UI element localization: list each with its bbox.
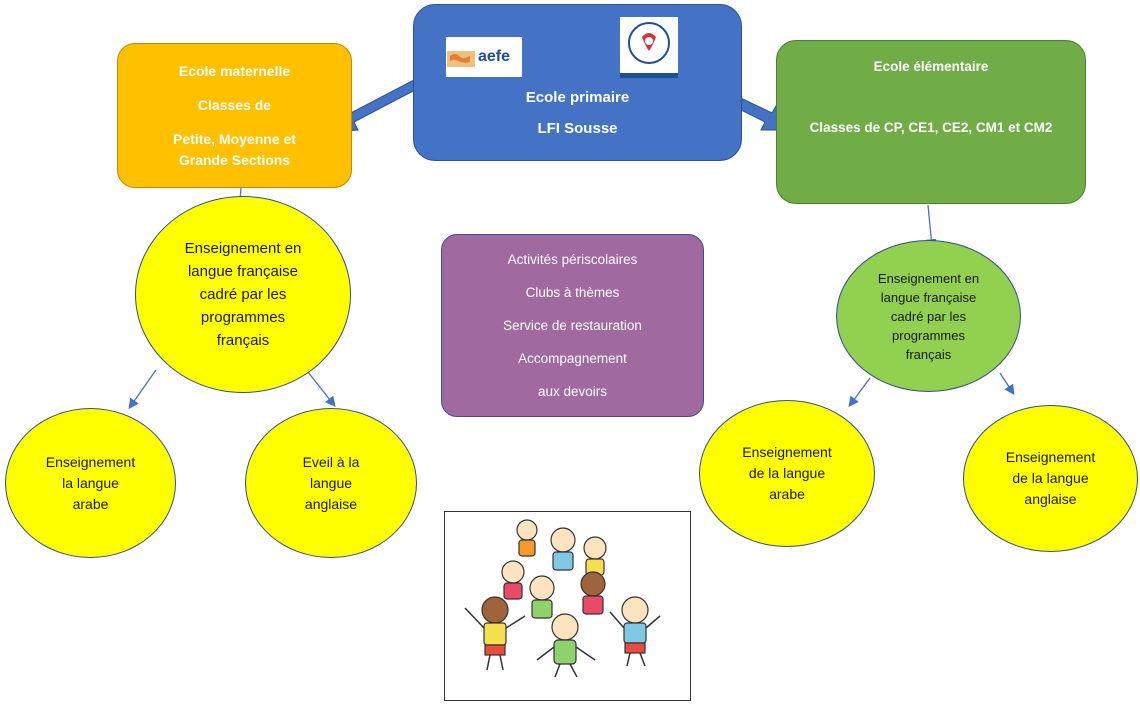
right-circle-line-1: Enseignement en [877, 270, 980, 286]
activity-devoirs: aux devoirs [537, 384, 608, 399]
left-anglais-line-2: langue [309, 474, 353, 491]
right-anglais-circle: Enseignement de la langue anglaise [963, 405, 1138, 552]
left-anglais-circle: Eveil à la langue anglaise [245, 408, 417, 558]
right-arabe-line-3: arabe [769, 486, 805, 502]
activity-accompagnement: Accompagnement [518, 351, 627, 366]
maternelle-line-2: Classes de [197, 96, 272, 113]
maternelle-line-3: Petite, Moyenne et [173, 130, 296, 147]
left-arabe-circle: Enseignement la langue arabe [5, 408, 176, 558]
activities-box: Activités périscolaires Clubs à thèmes S… [441, 234, 704, 417]
arrow-circle-arabe-right [848, 377, 871, 408]
left-anglais-line-3: anglaise [304, 495, 358, 512]
left-arabe-line-1: Enseignement [45, 453, 136, 470]
activity-periscolaires: Activités périscolaires [507, 252, 638, 267]
school-crest-icon [628, 22, 670, 64]
right-circle-line-3: cadré par les [890, 308, 967, 324]
right-circle-line-5: français [905, 346, 952, 362]
right-anglais-line-2: de la langue [1012, 470, 1089, 486]
children-icon [464, 519, 661, 678]
activity-clubs: Clubs à thèmes [525, 285, 620, 300]
elementaire-classes: Classes de CP, CE1, CE2, CM1 et CM2 [809, 120, 1053, 135]
right-anglais-line-3: anglaise [1024, 491, 1077, 507]
elementaire-title: Ecole élémentaire [873, 59, 989, 74]
ecole-elementaire-box: Ecole élémentaire Classes de CP, CE1, CE… [776, 40, 1086, 204]
left-anglais-line-1: Eveil à la [302, 453, 360, 470]
aefe-logo: aefe [446, 37, 522, 77]
maternelle-line-4: Grande Sections [178, 151, 291, 168]
left-circle-line-5: français [216, 332, 270, 349]
right-circle-line-2: langue française [880, 289, 977, 305]
left-circle-line-2: langue française [187, 263, 299, 280]
right-anglais-line-1: Enseignement [1005, 449, 1096, 465]
lfi-sousse-logo [620, 17, 678, 78]
left-circle-line-4: programmes [200, 309, 286, 326]
primaire-title: Ecole primaire [525, 89, 630, 106]
left-arabe-line-3: arabe [72, 495, 109, 512]
right-circle-line-4: programmes [892, 327, 965, 343]
children-illustration [444, 511, 691, 701]
right-main-circle: Enseignement en langue française cadré p… [836, 240, 1021, 392]
maternelle-title: Ecole maternelle [178, 62, 291, 79]
world-map-icon [447, 51, 475, 67]
left-main-circle: Enseignement en langue française cadré p… [135, 196, 351, 393]
right-arabe-circle: Enseignement de la langue arabe [699, 400, 875, 547]
right-arabe-line-2: de la langue [748, 465, 826, 481]
right-arabe-line-1: Enseignement [742, 444, 832, 460]
left-arabe-line-2: la langue [62, 474, 119, 491]
arrow-circle-anglais-right [999, 372, 1015, 396]
ecole-primaire-box: aefe Ecole primaire LFI Sousse [413, 4, 742, 161]
primaire-subtitle: LFI Sousse [537, 120, 618, 137]
activity-restauration: Service de restauration [503, 318, 642, 333]
left-circle-line-3: cadré par les [199, 286, 287, 303]
ecole-maternelle-box: Ecole maternelle Classes de Petite, Moye… [117, 43, 352, 188]
left-circle-line-1: Enseignement en [184, 240, 302, 257]
arrow-circle-arabe-left [128, 369, 157, 410]
arrow-circle-anglais-left [307, 371, 336, 408]
